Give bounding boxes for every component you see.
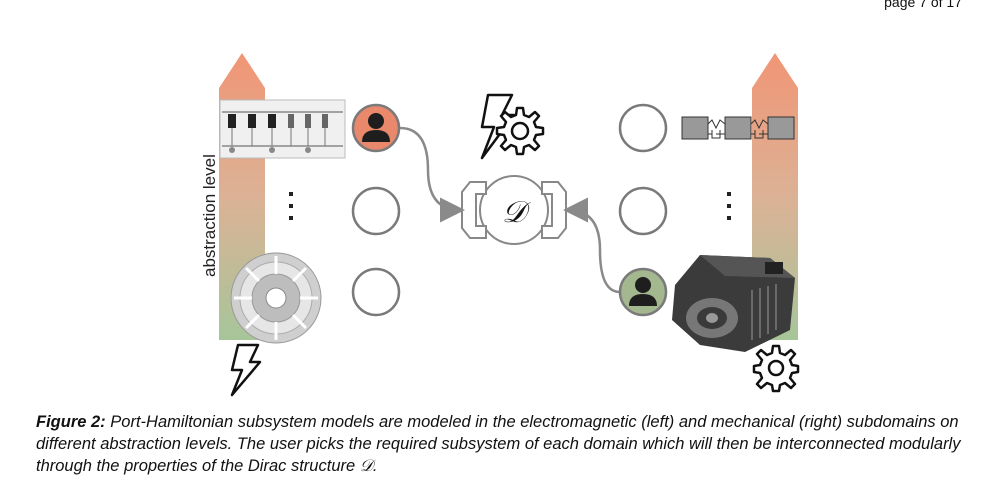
gear-icon — [752, 344, 800, 393]
electromechanical-icon — [480, 93, 545, 160]
figure-diagram: abstraction level — [200, 53, 800, 397]
em-model-circle-empty — [351, 186, 401, 236]
figure-caption: Figure 2: Port-Hamiltonian subsystem mod… — [36, 411, 966, 477]
motor-cross-section-image — [230, 252, 322, 344]
dirac-structure-icon: 𝒟 — [461, 175, 567, 245]
circuit-schematic-image — [219, 99, 346, 159]
em-model-circle-empty — [351, 267, 401, 317]
caption-label: Figure 2: — [36, 413, 106, 431]
axis-label: abstraction level — [200, 154, 219, 277]
mech-model-circle-empty — [618, 103, 668, 153]
right-vertical-dots — [727, 192, 731, 220]
lightning-icon — [230, 343, 262, 397]
mech-model-circle-empty — [618, 186, 668, 236]
gearbox-3d-image — [672, 255, 795, 352]
right-connector-arrow — [563, 197, 621, 294]
page-number: page 7 of 17 — [884, 0, 962, 10]
left-connector-arrow — [399, 126, 465, 223]
user-icon — [629, 277, 657, 306]
caption-text: Port-Hamiltonian subsystem models are mo… — [36, 413, 961, 475]
left-vertical-dots — [289, 192, 293, 220]
user-icon — [362, 113, 390, 142]
mass-spring-model-image — [681, 116, 795, 140]
